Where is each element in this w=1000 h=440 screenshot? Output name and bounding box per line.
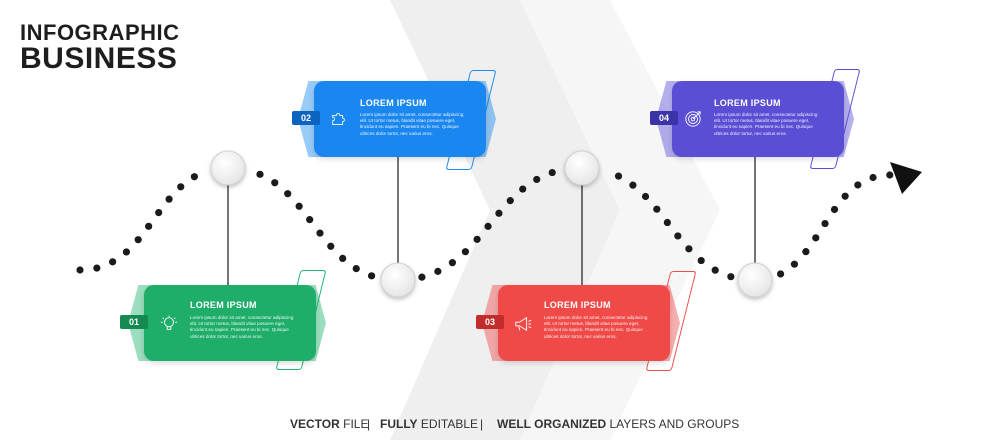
step-node-2: [380, 262, 416, 298]
title-line-1: INFOGRAPHIC: [20, 20, 180, 45]
path-dot: [641, 192, 650, 201]
step-2-body: Lorem ipsum dolor sit amet, consectetur …: [360, 112, 464, 136]
path-dot: [256, 170, 264, 178]
path-dot: [533, 175, 541, 184]
path-dot: [109, 258, 117, 266]
path-dot: [418, 273, 426, 281]
path-dot: [869, 173, 877, 182]
footer-part-1: VECTOR FILE: [290, 417, 368, 431]
path-dot: [177, 183, 185, 191]
step-3-body: Lorem ipsum dolor sit amet, consectetur …: [544, 315, 648, 339]
path-dot: [727, 273, 735, 281]
path-dot: [790, 260, 799, 268]
path-dot: [776, 270, 785, 278]
step-3-title: LOREM IPSUM: [544, 300, 611, 310]
path-dot: [711, 266, 719, 274]
path-dot: [802, 248, 810, 256]
path-dot: [145, 222, 153, 230]
path-dot: [284, 190, 292, 198]
arrow-head-icon: [890, 162, 922, 194]
footer-part-3: WELL ORGANIZED LAYERS AND GROUPS: [497, 417, 739, 431]
step-1-card: LOREM IPSUM Lorem ipsum dolor sit amet, …: [144, 285, 316, 361]
path-dot: [548, 168, 556, 177]
path-dot: [821, 219, 829, 228]
footer-part-1-bold: VECTOR: [290, 417, 340, 431]
step-2-card: LOREM IPSUM Lorem ipsum dolor sit amet, …: [314, 81, 486, 157]
step-1-body: Lorem ipsum dolor sit amet, consectetur …: [190, 315, 294, 339]
footer-part-2-rest: EDITABLE: [417, 417, 479, 431]
step-2-title: LOREM IPSUM: [360, 98, 427, 108]
step-node-1: [210, 150, 246, 186]
path-dot: [663, 218, 671, 227]
footer-part-2: FULLY EDITABLE: [380, 417, 478, 431]
path-dot: [165, 195, 173, 203]
footer-separator-2: |: [480, 417, 484, 431]
path-dot: [76, 266, 84, 274]
path-dot: [653, 205, 661, 213]
path-dot: [134, 236, 142, 244]
path-dot: [854, 181, 862, 189]
path-dot: [614, 172, 623, 180]
footer-part-3-bold: WELL ORGANIZED: [497, 417, 607, 431]
step-1-number: 01: [120, 315, 148, 329]
path-dot: [190, 173, 198, 181]
path-dot: [841, 192, 849, 200]
puzzle-icon: [332, 113, 345, 125]
step-2-number: 02: [292, 111, 320, 125]
title-line-2: BUSINESS: [20, 42, 178, 75]
path-dot: [506, 197, 514, 205]
path-dot: [812, 234, 820, 242]
step-1-title: LOREM IPSUM: [190, 300, 257, 310]
path-dot: [473, 235, 481, 243]
step-3-card: LOREM IPSUM Lorem ipsum dolor sit amet, …: [498, 285, 670, 361]
path-dot: [93, 264, 101, 272]
path-dot: [122, 248, 131, 256]
megaphone-icon: [515, 316, 532, 332]
step-node-4: [737, 262, 773, 298]
path-dot: [295, 202, 303, 210]
path-dot: [306, 216, 314, 224]
path-dot: [271, 179, 279, 187]
path-dot: [155, 208, 163, 217]
target-icon: [685, 111, 701, 127]
step-4-card: LOREM IPSUM Lorem ipsum dolor sit amet, …: [672, 81, 844, 157]
path-dot: [886, 171, 894, 179]
step-node-3: [564, 150, 600, 186]
path-dot: [495, 209, 503, 217]
footer-part-3-rest: LAYERS AND GROUPS: [606, 417, 740, 431]
path-dot: [352, 264, 360, 273]
path-dot: [830, 205, 839, 214]
path-dot: [685, 245, 693, 253]
step-3-number: 03: [476, 315, 504, 329]
path-dot: [697, 256, 705, 265]
step-4-body: Lorem ipsum dolor sit amet, consectetur …: [714, 112, 818, 136]
footer-part-2-bold: FULLY: [380, 417, 418, 431]
path-dot: [629, 181, 637, 189]
lightbulb-icon: [160, 315, 178, 330]
path-dot: [674, 232, 682, 240]
path-dot: [316, 229, 324, 237]
path-dot: [367, 272, 376, 280]
path-dot: [448, 259, 457, 267]
footer-part-1-rest: FILE: [339, 417, 369, 431]
step-4-title: LOREM IPSUM: [714, 98, 781, 108]
path-dot: [339, 254, 347, 263]
path-dot: [434, 267, 442, 275]
path-dot: [327, 242, 335, 250]
path-dot: [461, 248, 470, 256]
step-4-number: 04: [650, 111, 678, 125]
path-dot: [519, 185, 527, 193]
path-dot: [484, 222, 492, 230]
footer-separator-1: |: [367, 417, 371, 431]
